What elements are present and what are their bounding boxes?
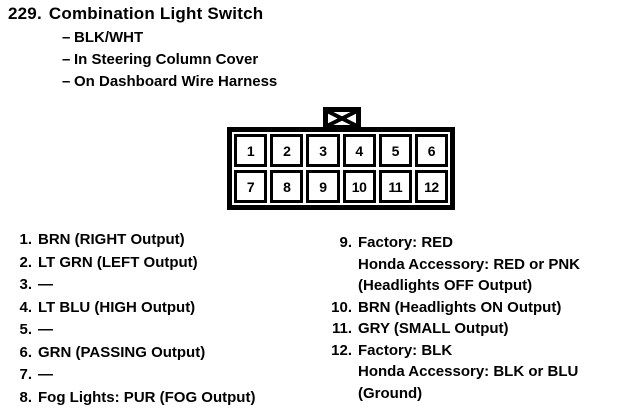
subtitle-text: BLK/WHT [74,29,144,46]
pin-number: 7. [19,366,32,383]
doc-header: 229. Combination Light Switch [8,4,263,24]
pin-cell: 10 [342,170,376,203]
pin-item: 7. — [8,364,255,387]
pin-line: Factory: BLK [358,341,453,359]
pin-cell: 3 [306,134,340,167]
pin-item: 5. — [8,319,255,342]
bowtie-latch-icon [323,107,361,130]
pin-number: 11. [331,320,352,337]
pin-label: Fog Lights: PUR (FOG Output) [38,388,256,406]
pin-label: BRN (RIGHT Output) [38,231,185,248]
pin-label: — [38,276,53,293]
pin-cell: 12 [414,170,448,203]
connector-latch [323,107,361,130]
pin-item: 1. BRN (RIGHT Output) [8,229,255,252]
pin-item: 12. Factory: BLK Honda Accessory: BLK or… [322,340,580,405]
pin-cell: 1 [234,134,268,167]
subtitle-list: – BLK/WHT – In Steering Column Cover – O… [62,27,277,93]
pin-line: Honda Accessory: BLK or BLU [358,363,579,380]
pin-label: LT BLU (HIGH Output) [38,298,196,316]
subtitle-text: In Steering Column Cover [74,51,259,68]
page-title: Combination Light Switch [48,4,264,23]
pin-line: (Headlights OFF Output) [358,277,533,294]
pin-label-lines: Factory: RED Honda Accessory: RED or PNK… [358,232,580,297]
dash-marker: – [62,29,71,46]
pin-cell: 2 [270,134,304,167]
pin-item: 2. LT GRN (LEFT Output) [8,252,255,275]
pin-cell: 7 [234,170,268,203]
pin-item: 4. LT BLU (HIGH Output) [8,297,255,320]
pin-label: — [38,366,53,383]
dash-marker: – [62,51,71,68]
pin-number: 4. [19,298,32,316]
connector-diagram: 1 2 3 4 5 6 7 8 9 10 11 12 [227,127,455,210]
pin-number: 3. [19,276,32,293]
subtitle-text: On Dashboard Wire Harness [74,73,278,90]
pin-number: 12. [331,341,352,359]
pin-line: (Ground) [358,384,423,402]
pin-label: BRN (Headlights ON Output) [358,298,562,316]
subtitle-item: – BLK/WHT [62,27,277,49]
pin-number: 5. [19,321,32,338]
pin-item: 3. — [8,274,255,297]
pin-item: 10. BRN (Headlights ON Output) [322,297,580,319]
pin-number: 1. [19,231,32,248]
pin-number: 8. [19,388,32,406]
pin-item: 8. Fog Lights: PUR (FOG Output) [8,387,255,410]
pin-number: 9. [339,234,352,251]
pin-label: GRY (SMALL Output) [358,320,509,337]
pin-cell: 9 [306,170,340,203]
subtitle-item: – On Dashboard Wire Harness [62,71,277,93]
pin-label: — [38,321,53,338]
pin-item: 11. GRY (SMALL Output) [322,318,580,340]
item-number: 229. [8,4,42,23]
pin-label: GRN (PASSING Output) [38,343,206,361]
dash-marker: – [62,73,71,90]
pin-label-lines: Factory: BLK Honda Accessory: BLK or BLU… [358,340,578,405]
pin-cell: 4 [342,134,376,167]
pin-item: 9. Factory: RED Honda Accessory: RED or … [322,232,580,297]
pin-cell: 6 [414,134,448,167]
pin-label: LT GRN (LEFT Output) [38,253,198,271]
pin-list-right: 9. Factory: RED Honda Accessory: RED or … [322,232,580,404]
pin-cell: 8 [270,170,304,203]
pin-cell: 5 [378,134,412,167]
pin-number: 10. [331,298,352,316]
subtitle-item: – In Steering Column Cover [62,49,277,71]
pin-cell: 11 [378,170,412,203]
pin-number: 2. [19,253,32,271]
pin-line: Factory: RED [358,234,454,251]
pin-number: 6. [19,343,32,361]
pin-item: 6. GRN (PASSING Output) [8,342,255,365]
pin-line: Honda Accessory: RED or PNK [358,255,580,273]
pin-list-left: 1. BRN (RIGHT Output) 2. LT GRN (LEFT Ou… [8,229,255,409]
